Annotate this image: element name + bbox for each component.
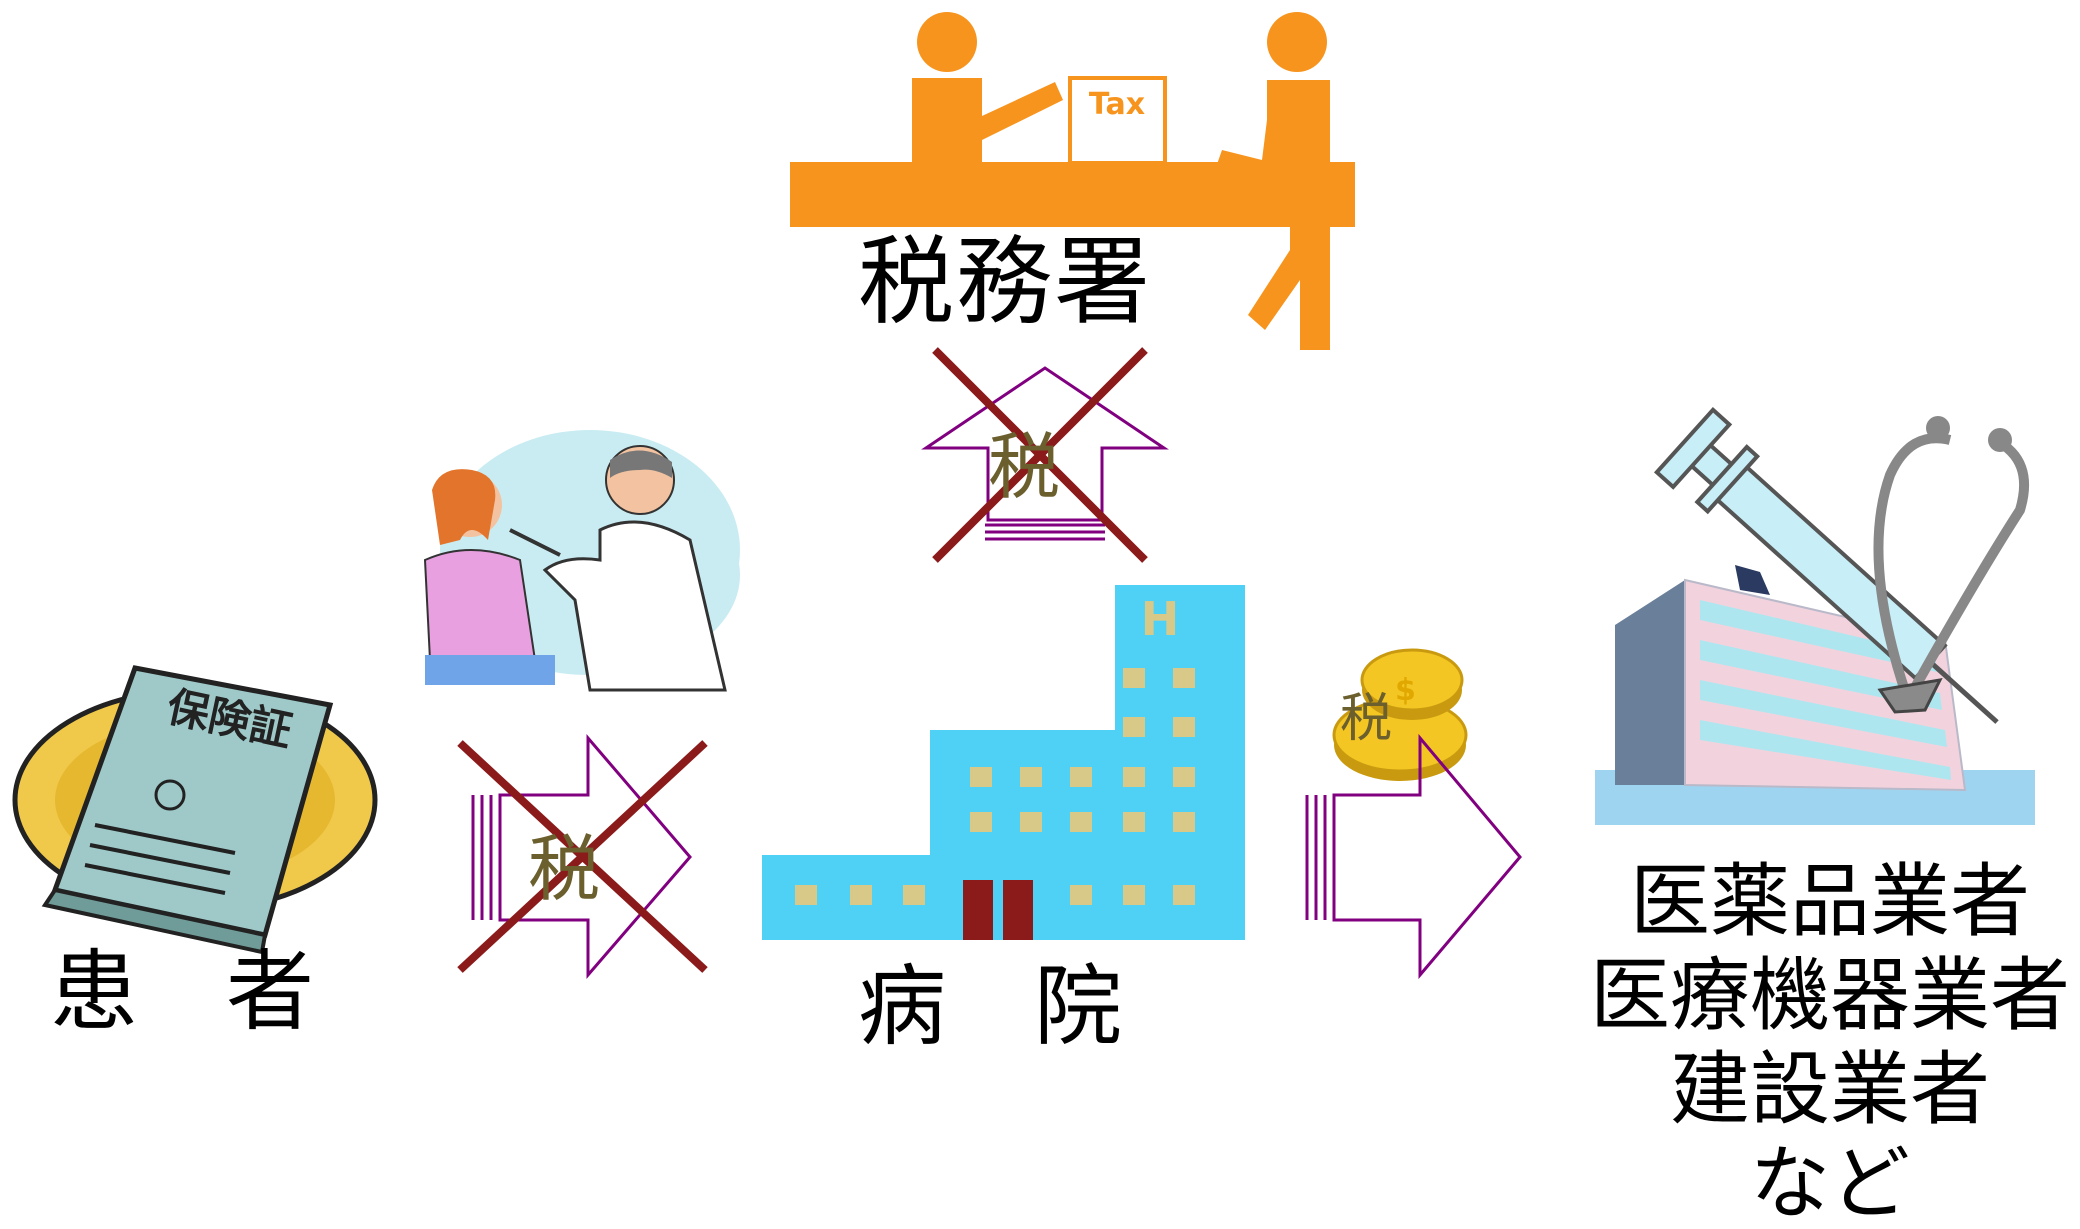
vendor-list: 医薬品業者 医療機器業者 建設業者 など	[1580, 855, 2080, 1229]
vendor-line: 建設業者	[1670, 1043, 1990, 1136]
vendor-line: 医療機器業者	[1590, 949, 2070, 1042]
hospital-label: 病 院	[858, 955, 1123, 1058]
medical-supplies-icon	[1595, 407, 2035, 825]
tax-office-label: 税務署	[858, 226, 1152, 338]
vendor-line: など	[1750, 1137, 1910, 1229]
hospital-building-icon: H	[762, 585, 1245, 940]
tax-mark-patient-arrow: 税	[528, 827, 601, 911]
doctor-patient-icon	[423, 430, 740, 692]
tax-mark-up-arrow: 税	[988, 425, 1061, 509]
tax-patient-arrow	[457, 733, 708, 980]
patient-label: 患 者	[50, 940, 315, 1043]
tax-mark-coin: 税	[1340, 689, 1393, 749]
hospital-sign-letter: H	[1141, 592, 1180, 646]
tax-up-arrow	[921, 347, 1169, 563]
hospital-to-vendor-arrow	[1305, 733, 1522, 980]
tax-office-icon: Tax	[790, 12, 1355, 350]
insurance-card-icon: 保険証	[12, 665, 378, 955]
vendor-line: 医薬品業者	[1630, 855, 2030, 948]
svg-text:$: $	[1395, 673, 1416, 708]
tax-sign-text: Tax	[1089, 87, 1145, 122]
